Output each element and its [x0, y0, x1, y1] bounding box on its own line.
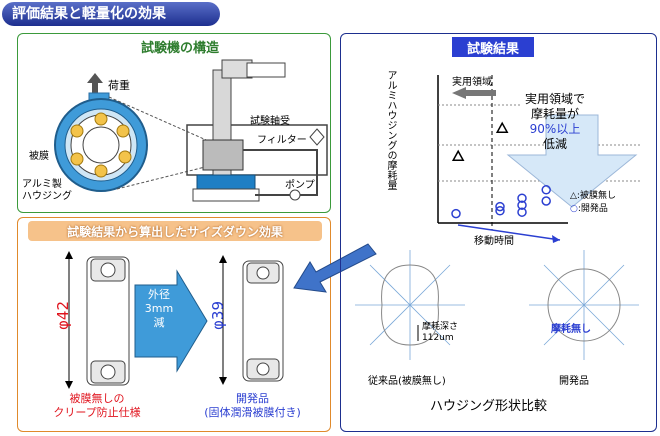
left-diameter-label: φ42 [54, 301, 72, 330]
filter-icon [309, 128, 325, 146]
left-shape-caption: 従来品(被膜無し) [368, 376, 446, 387]
right-diameter-label: φ39 [209, 301, 227, 330]
developed-point [451, 208, 461, 219]
pump-icon [289, 189, 301, 201]
page-title: 評価結果と軽量化の効果 [2, 2, 220, 26]
uncoated-point [451, 149, 465, 161]
legend: △:被膜無し ○:開発品 [570, 191, 616, 214]
developed-point [517, 207, 527, 217]
callout-text: 実用領域で摩耗量が 90%以上低減 [524, 92, 585, 151]
no-wear-label: 摩耗無し [551, 324, 591, 335]
x-axis-label: 移動時間 [474, 236, 514, 247]
developed-point [541, 196, 551, 206]
developed-point [495, 201, 505, 212]
uncoated-point [495, 121, 509, 133]
sizedown-diagram [65, 251, 284, 389]
test-bearing-label: 試験軸受 [250, 116, 290, 127]
wear-scatter-chart [437, 75, 640, 243]
results-heading: 試験結果 [466, 42, 519, 57]
results-panel [340, 33, 657, 432]
shape-comparison [355, 250, 639, 360]
developed-point [495, 206, 505, 216]
region-label: 実用領域 [452, 77, 492, 88]
test-rig-diagram [54, 59, 328, 202]
developed-point [517, 193, 527, 203]
load-arrow-icon [87, 73, 103, 83]
load-label: 荷重 [108, 79, 130, 92]
sizedown-panel [17, 217, 331, 432]
housing-label: アルミ製 ハウジング [22, 179, 72, 202]
legend-circle-icon: ○ [570, 204, 578, 214]
developed-point [541, 185, 551, 195]
left-caption: 被膜無しのクリープ防止仕様 [53, 392, 141, 419]
structure-panel [17, 33, 331, 213]
coating-label: 被膜 [29, 151, 49, 162]
developed-point [517, 200, 527, 210]
filter-label: フィルター [257, 135, 307, 146]
legend-triangle-icon: △ [570, 191, 577, 201]
pump-label: ポンプ [285, 180, 315, 191]
y-axis-label: アルミハウジングの摩耗量 [385, 70, 396, 190]
shape-title: ハウジング形状比較 [430, 399, 548, 414]
sizedown-heading: 試験結果から算出したサイズダウン効果 [67, 225, 283, 239]
right-caption: 開発品(固体潤滑被膜付き) [204, 392, 301, 419]
sizedown-arrow-icon [134, 269, 208, 373]
callout-arrow-icon [506, 114, 638, 208]
link-arrow-icon [293, 243, 377, 293]
right-shape-caption: 開発品 [559, 376, 589, 387]
structure-heading: 試験機の構造 [140, 41, 219, 56]
